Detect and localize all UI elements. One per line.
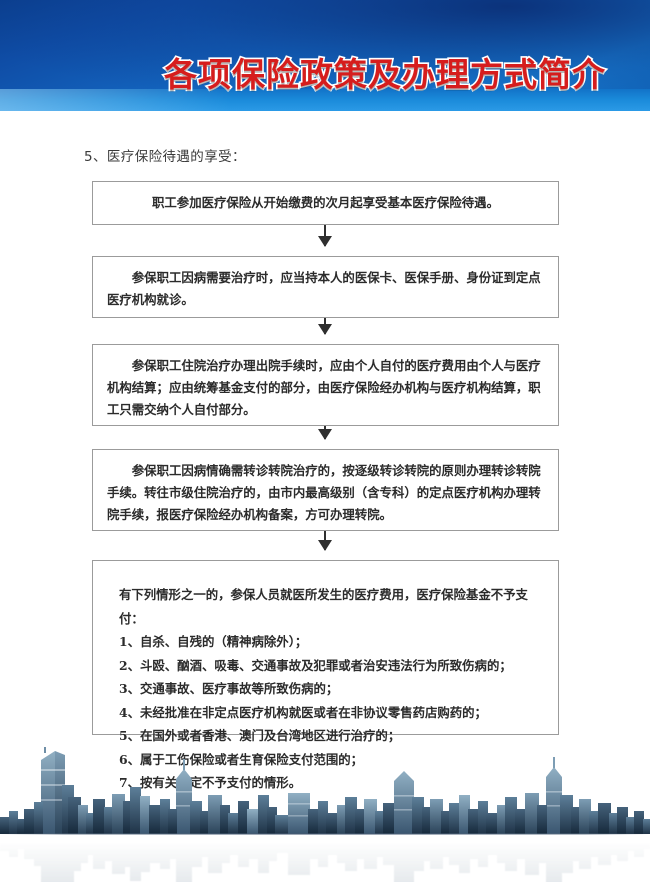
flow-arrow-1 — [318, 225, 332, 247]
exclusions-item: 5、在国外或者香港、澳门及台湾地区进行治疗的； — [119, 728, 401, 743]
flow-box-discharge-settlement: 参保职工住院治疗办理出院手续时，应由个人自付的医疗费用由个人与医疗机构结算；应由… — [92, 344, 559, 426]
city-skyline-footer — [0, 722, 650, 882]
exclusions-item: 2、斗殴、酗酒、吸毒、交通事故及犯罪或者治安违法行为所致伤病的； — [119, 657, 512, 673]
flow-box-text: 参保职工因病需要治疗时，应当持本人的医保卡、医保手册、身份证到定点医疗机构就诊。 — [107, 270, 541, 307]
flow-box-referral-transfer: 参保职工因病情确需转诊转院治疗的，按逐级转诊转院的原则办理转诊转院手续。转往市级… — [92, 449, 559, 531]
flow-box-text: 参保职工因病情确需转诊转院治疗的，按逐级转诊转院的原则办理转诊转院手续。转往市级… — [107, 463, 541, 522]
city-skyline-reflection-icon — [0, 834, 650, 882]
skyline-waterline — [0, 833, 650, 835]
section-heading: 5、医疗保险待遇的享受： — [84, 149, 246, 165]
flow-box-non-payable-cases: 有下列情形之一的，参保人员就医所发生的医疗费用，医疗保险基金不予支付： 1、自杀… — [92, 560, 559, 790]
exclusions-item: 1、自杀、自残的（精神病除外）； — [119, 634, 308, 649]
banner-bottom-band — [0, 89, 650, 111]
flow-box-visit-documents: 参保职工因病需要治疗时，应当持本人的医保卡、医保手册、身份证到定点医疗机构就诊。 — [92, 256, 559, 318]
flow-arrow-2 — [318, 318, 332, 335]
flow-arrow-3 — [318, 426, 332, 440]
exclusions-item: 4、未经批准在非定点医疗机构就医或者在非协议零售药店购药的； — [119, 704, 487, 720]
exclusions-item: 6、属于工伤保险或者生育保险支付范围的； — [119, 751, 364, 767]
city-skyline-icon — [0, 747, 650, 834]
exclusions-item: 7、按有关规定不予支付的情形。 — [119, 775, 302, 790]
page-title: 各项保险政策及办理方式简介 — [162, 53, 606, 95]
exclusions-item: 3、交通事故、医疗事故等所致伤病的； — [119, 681, 339, 696]
flow-arrow-4 — [318, 531, 332, 551]
header-banner: 各项保险政策及办理方式简介 — [0, 0, 650, 111]
flow-box-text: 职工参加医疗保险从开始缴费的次月起享受基本医疗保险待遇。 — [152, 195, 499, 210]
flow-box-entitlement-start: 职工参加医疗保险从开始缴费的次月起享受基本医疗保险待遇。 — [92, 181, 559, 225]
exclusions-intro: 有下列情形之一的，参保人员就医所发生的医疗费用，医疗保险基金不予支付： — [119, 587, 528, 626]
flow-box-text: 参保职工住院治疗办理出院手续时，应由个人自付的医疗费用由个人与医疗机构结算；应由… — [107, 358, 541, 417]
